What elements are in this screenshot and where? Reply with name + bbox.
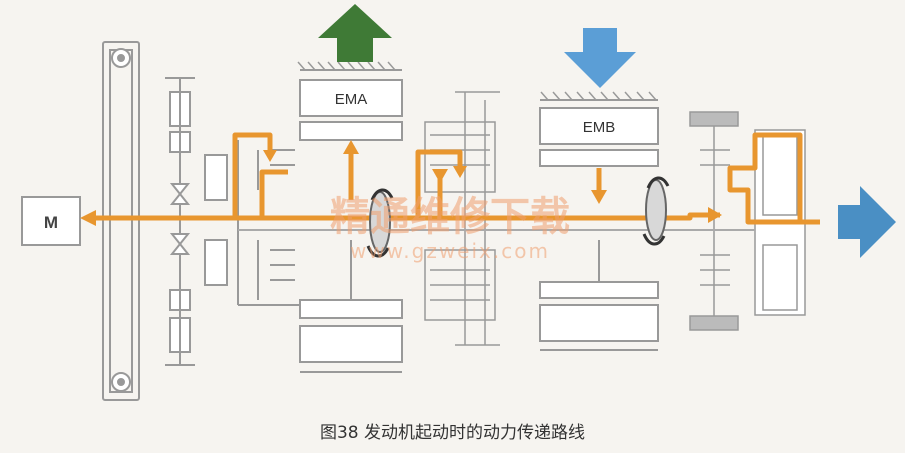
arrow-down-icon	[564, 28, 636, 88]
ema-label: EMA	[335, 91, 368, 108]
ema-unit: EMA	[297, 61, 403, 373]
rotation-indicator-ema	[366, 188, 394, 258]
planetary-gear-set	[424, 91, 500, 346]
motor-label: M	[44, 213, 58, 232]
arrowhead-to-motor	[80, 210, 96, 226]
arrowhead-down-emb	[591, 190, 607, 204]
emb-label: EMB	[583, 119, 616, 136]
power-flow-arrowheads	[80, 140, 722, 226]
emb-unit: EMB	[539, 91, 659, 351]
arrowhead-right-output	[708, 207, 722, 223]
flywheel-assembly	[102, 41, 140, 401]
watermark-text: 精通维修下载	[330, 194, 570, 240]
motor-box: M	[21, 196, 81, 246]
arrow-right-icon	[838, 186, 896, 258]
arrow-up-icon	[318, 4, 392, 62]
arrowhead-up-ema	[343, 140, 359, 154]
rotation-indicator-emb	[642, 176, 670, 246]
clutch-pack-a	[237, 140, 300, 306]
damper-assembly	[165, 77, 228, 366]
power-flow-diagram: M	[21, 4, 896, 401]
watermark-url: www.gzweix.com	[350, 239, 550, 263]
arrowhead-down-gear-2	[453, 166, 467, 178]
arrowhead-down-gear	[432, 169, 448, 183]
arrowhead-down-clutch	[263, 150, 277, 162]
figure-caption: 图38 发动机起动时的动力传递路线	[319, 423, 586, 443]
